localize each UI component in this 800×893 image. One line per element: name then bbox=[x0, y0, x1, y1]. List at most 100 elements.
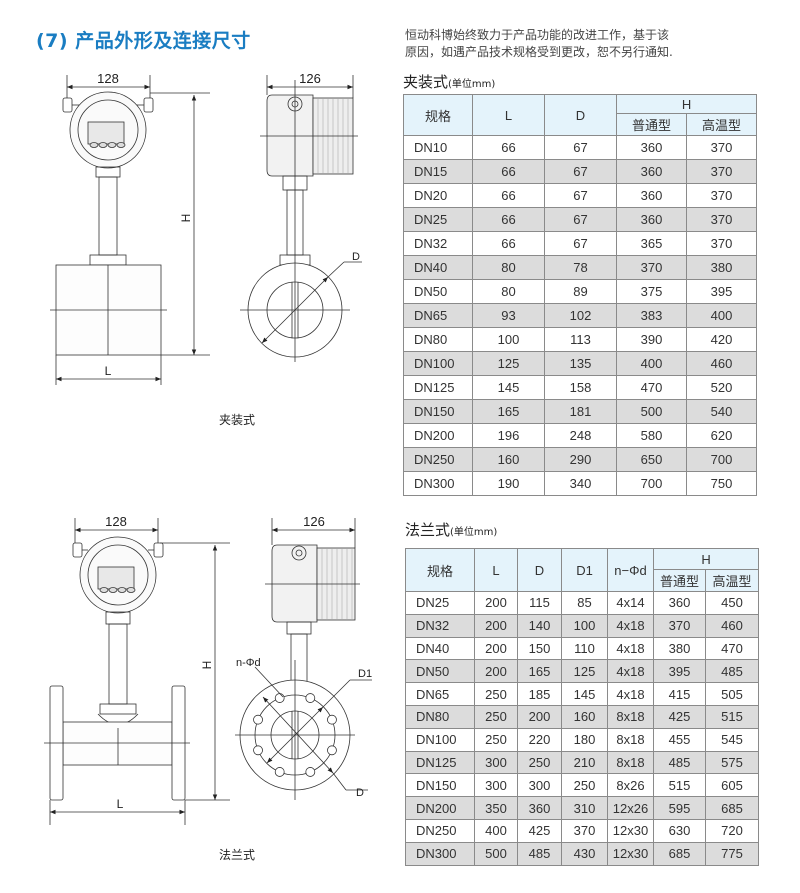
value-cell: 370 bbox=[685, 159, 758, 184]
value-cell: 450 bbox=[704, 591, 760, 615]
flange-diameter-label: D bbox=[356, 787, 364, 799]
value-cell: 8x18 bbox=[607, 704, 654, 729]
value-cell: 415 bbox=[653, 682, 706, 706]
header-H: H bbox=[652, 548, 760, 570]
value-cell: 196 bbox=[472, 423, 545, 448]
spec-cell: DN100 bbox=[403, 351, 473, 376]
flange-side-view bbox=[235, 518, 372, 800]
spec-cell: DN50 bbox=[403, 279, 473, 304]
notice-line: 原因，如遇产品技术规格受到更改，恕不另行通知. bbox=[405, 45, 673, 59]
flange-front-view bbox=[44, 518, 230, 825]
spec-cell: DN15 bbox=[403, 159, 473, 184]
value-cell: 4x18 bbox=[607, 682, 654, 706]
value-cell: 500 bbox=[474, 841, 518, 866]
value-cell: 540 bbox=[685, 399, 758, 424]
value-cell: 250 bbox=[474, 704, 518, 729]
bolt-hole bbox=[305, 767, 316, 777]
value-cell: 720 bbox=[704, 818, 760, 843]
value-cell: 4x18 bbox=[607, 636, 654, 661]
value-cell: 685 bbox=[704, 796, 760, 820]
value-cell: 380 bbox=[685, 255, 758, 280]
wafer-caption: 夹装式 bbox=[219, 413, 255, 427]
value-cell: 605 bbox=[704, 773, 760, 798]
flange-height-label: H bbox=[200, 661, 214, 670]
value-cell: 500 bbox=[616, 399, 687, 424]
value-cell: 200 bbox=[474, 636, 518, 661]
value-cell: 93 bbox=[472, 303, 545, 328]
flange-holes-label: n-Φd bbox=[236, 657, 261, 669]
spec-cell: DN32 bbox=[405, 613, 475, 638]
value-cell: 400 bbox=[474, 818, 518, 843]
value-cell: 200 bbox=[474, 591, 518, 615]
bolt-hole bbox=[327, 745, 337, 756]
wafer-section-label: 夹装式 bbox=[403, 73, 449, 91]
value-cell: 115 bbox=[517, 591, 562, 615]
spec-cell: DN10 bbox=[403, 135, 473, 160]
spec-cell: DN20 bbox=[403, 183, 473, 208]
header-holes: n−Φd bbox=[607, 548, 654, 592]
value-cell: 12x30 bbox=[607, 841, 654, 866]
value-cell: 102 bbox=[544, 303, 617, 328]
value-cell: 505 bbox=[704, 682, 760, 706]
value-cell: 400 bbox=[616, 351, 687, 376]
flange-length-label: L bbox=[117, 797, 124, 811]
header-D1: D1 bbox=[561, 548, 608, 592]
value-cell: 160 bbox=[472, 447, 545, 472]
wafer-section-title: 夹装式(单位mm) bbox=[403, 71, 495, 92]
value-cell: 400 bbox=[685, 303, 758, 328]
bolt-hole bbox=[327, 714, 337, 725]
value-cell: 89 bbox=[544, 279, 617, 304]
value-cell: 455 bbox=[653, 727, 706, 752]
spec-cell: DN250 bbox=[405, 818, 475, 843]
value-cell: 250 bbox=[517, 750, 562, 775]
value-cell: 595 bbox=[653, 796, 706, 820]
value-cell: 8x26 bbox=[607, 773, 654, 798]
value-cell: 515 bbox=[704, 704, 760, 729]
value-cell: 370 bbox=[685, 207, 758, 232]
value-cell: 85 bbox=[561, 591, 608, 615]
value-cell: 545 bbox=[704, 727, 760, 752]
value-cell: 460 bbox=[685, 351, 758, 376]
value-cell: 190 bbox=[472, 471, 545, 496]
wafer-length-label: L bbox=[105, 364, 112, 378]
value-cell: 460 bbox=[704, 613, 760, 638]
page-title: (7) 产品外形及连接尺寸 bbox=[36, 30, 251, 52]
value-cell: 375 bbox=[616, 279, 687, 304]
wafer-front-view bbox=[50, 75, 210, 385]
value-cell: 775 bbox=[704, 841, 760, 866]
spec-cell: DN50 bbox=[405, 659, 475, 684]
value-cell: 66 bbox=[472, 207, 545, 232]
value-cell: 165 bbox=[472, 399, 545, 424]
value-cell: 370 bbox=[685, 231, 758, 256]
header-spec: 规格 bbox=[403, 94, 473, 136]
value-cell: 125 bbox=[561, 659, 608, 684]
value-cell: 165 bbox=[517, 659, 562, 684]
wafer-diameter-label: D bbox=[352, 251, 360, 263]
value-cell: 300 bbox=[474, 750, 518, 775]
spec-cell: DN150 bbox=[405, 773, 475, 798]
flange-bolt-circle-label: D1 bbox=[358, 668, 372, 680]
value-cell: 248 bbox=[544, 423, 617, 448]
value-cell: 700 bbox=[616, 471, 687, 496]
spec-cell: DN65 bbox=[403, 303, 473, 328]
value-cell: 67 bbox=[544, 231, 617, 256]
bolt-hole bbox=[253, 714, 263, 725]
value-cell: 250 bbox=[474, 682, 518, 706]
